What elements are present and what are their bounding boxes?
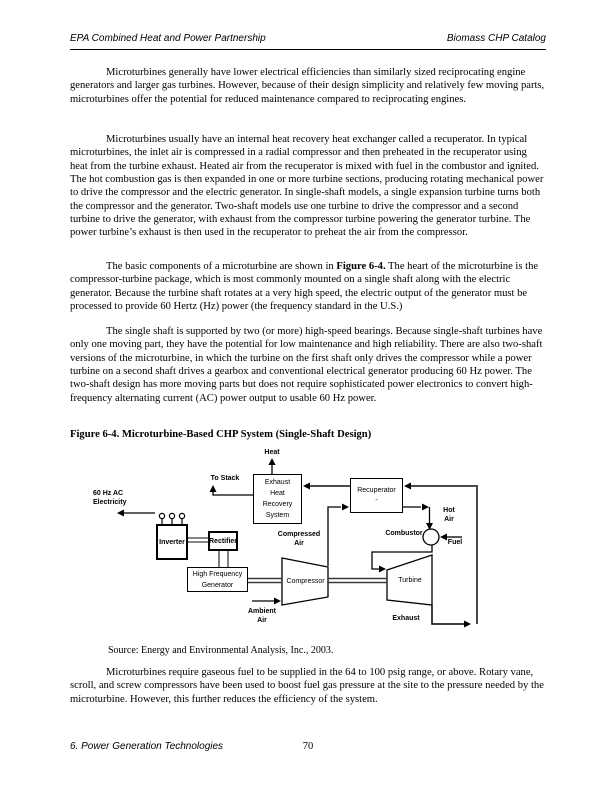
paragraph-3-post: The heart of the microturbine is the com…: [70, 261, 539, 313]
figure-reference: Figure 6-4.: [336, 261, 386, 272]
diagram-lines-layer: [117, 458, 478, 628]
footer-section-text: 6. Power Generation Technologies: [70, 741, 224, 752]
heat-label: Heat: [264, 449, 280, 456]
combustor-label: Combustor: [385, 530, 423, 537]
to-stack-label: To Stack: [210, 475, 240, 482]
figure-6-4-diagram: Exhaust Heat Recovery System Recuperator…: [0, 446, 612, 641]
recuperator-box: Recuperator -: [350, 478, 403, 513]
header-left-text: EPA Combined Heat and Power Partnership: [70, 33, 266, 44]
paragraph-5: Microturbines require gaseous fuel to be…: [70, 667, 544, 705]
page-footer: 6. Power Generation Technologies 70: [70, 741, 546, 755]
paragraph-2: Microturbines usually have an internal h…: [70, 134, 544, 239]
phase-terminal-icon: [168, 512, 176, 520]
paragraph-3-pre: The basic components of a microturbine a…: [106, 261, 337, 272]
combustor-circle: [422, 528, 440, 546]
compressed-air-label: Compressed Air: [277, 531, 321, 547]
inverter-box: Inverter: [156, 524, 188, 560]
compressor-shape: [281, 557, 329, 606]
page-header: EPA Combined Heat and Power Partnership …: [70, 33, 546, 50]
phase-terminal-icon: [178, 512, 186, 520]
hot-air-label: Hot Air: [443, 507, 455, 523]
figure-source: Source: Energy and Environmental Analysi…: [108, 645, 334, 656]
paragraph-4: The single shaft is supported by two (or…: [70, 326, 543, 404]
high-frequency-generator-box: High Frequency Generator: [187, 567, 248, 592]
turbine-label: Turbine: [398, 577, 422, 584]
header-right-text: Biomass CHP Catalog: [446, 33, 546, 44]
figure-caption: Figure 6-4. Microturbine-Based CHP Syste…: [70, 429, 372, 440]
paragraph-3: The basic components of a microturbine a…: [70, 260, 547, 313]
phase-terminal-icon: [158, 512, 166, 520]
paragraph-1: Microturbines generally have lower elect…: [70, 67, 545, 105]
exhaust-heat-recovery-box: Exhaust Heat Recovery System: [253, 474, 302, 524]
exhaust-label: Exhaust: [392, 615, 420, 622]
compressor-label: Compressor: [286, 578, 325, 585]
fuel-label: Fuel: [447, 539, 463, 546]
rectifier-box: Rectifier: [208, 531, 238, 551]
page-number: 70: [302, 741, 314, 752]
ambient-air-label: Ambient Air: [248, 608, 276, 624]
sixty-hz-ac-electricity-label: 60 Hz AC Electricity: [93, 490, 127, 506]
